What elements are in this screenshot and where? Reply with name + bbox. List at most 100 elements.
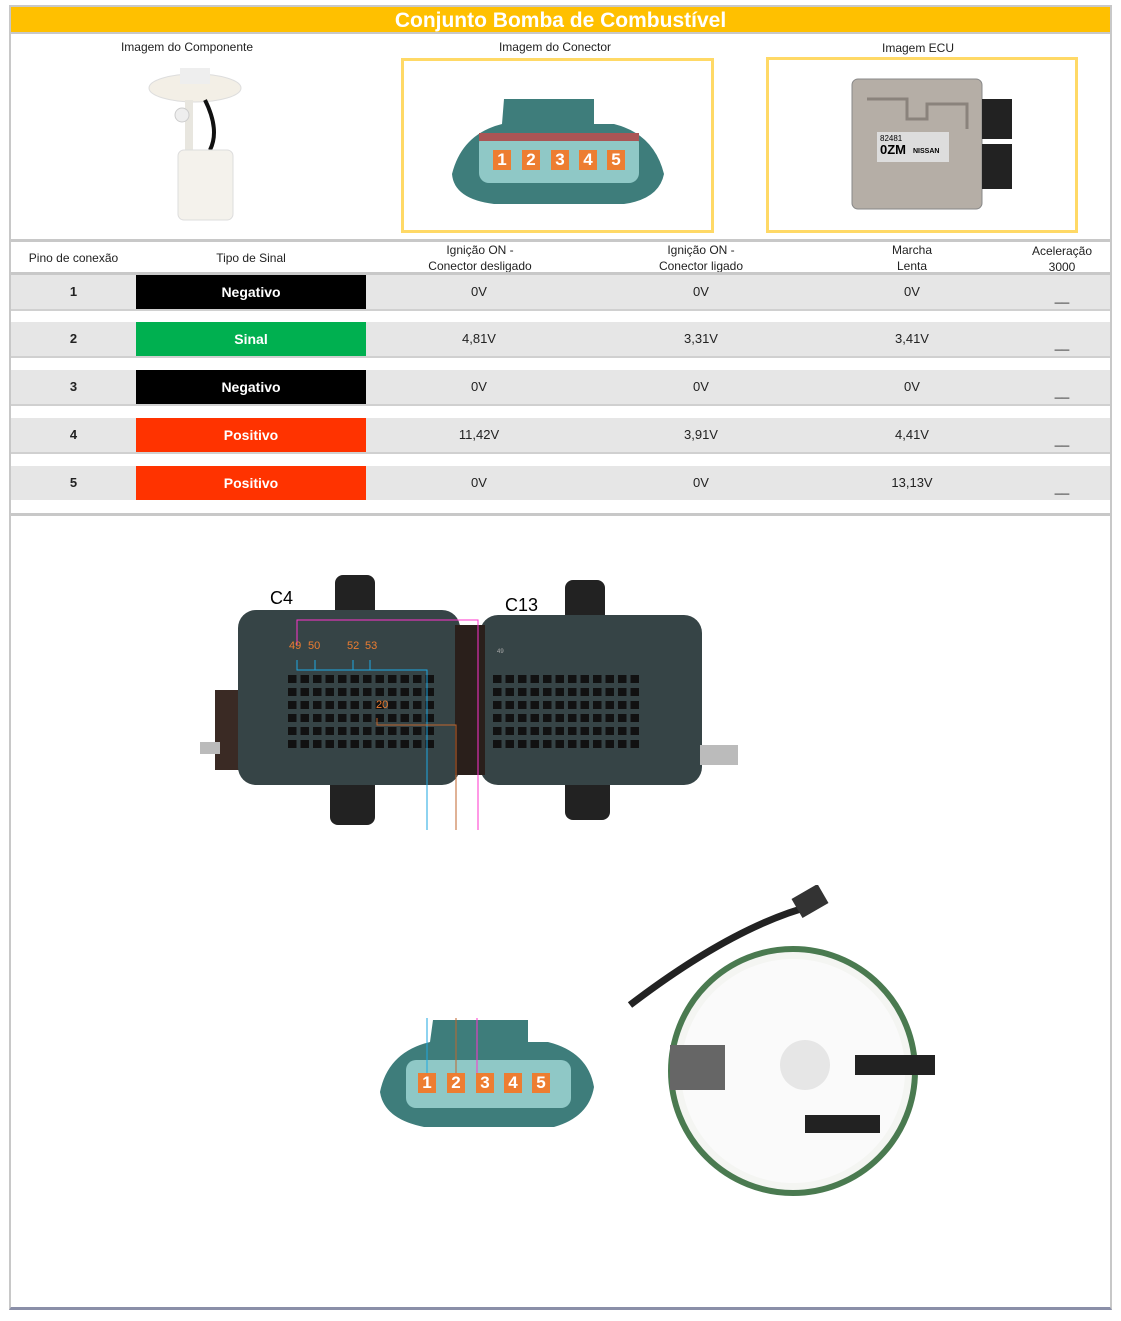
terminal-slot xyxy=(593,675,602,683)
terminal-slot xyxy=(505,740,514,748)
terminal-slot xyxy=(313,688,322,696)
terminal-slot xyxy=(338,688,347,696)
terminal-slot xyxy=(555,740,564,748)
terminal-slot xyxy=(400,714,409,722)
ecu-pin-50: 50 xyxy=(308,640,321,652)
terminal-slot xyxy=(493,701,502,709)
signal-type-badge: Negativo xyxy=(136,370,366,404)
terminal-slot xyxy=(593,740,602,748)
terminal-slot xyxy=(605,714,614,722)
terminal-slot xyxy=(363,701,372,709)
ign-off-value: 0V xyxy=(471,475,487,490)
connector-pin-2: 2 xyxy=(522,150,540,170)
table-row: 2 Sinal 4,81V 3,31V 3,41V __ xyxy=(11,322,1110,356)
terminal-slot xyxy=(518,727,527,735)
terminal-slot xyxy=(288,688,297,696)
terminal-slot xyxy=(400,701,409,709)
terminal-slot xyxy=(618,727,627,735)
terminal-slot xyxy=(350,740,359,748)
terminal-slot xyxy=(375,714,384,722)
terminal-slot xyxy=(618,701,627,709)
terminal-slot xyxy=(413,675,422,683)
terminal-slot xyxy=(375,701,384,709)
connector-image-caption: Imagem do Conector xyxy=(498,40,612,54)
terminal-slot xyxy=(555,727,564,735)
terminal-slot xyxy=(605,740,614,748)
idle-value: 4,41V xyxy=(895,427,929,442)
terminal-slot xyxy=(313,714,322,722)
terminal-slot xyxy=(543,688,552,696)
terminal-slot xyxy=(580,740,589,748)
page-frame xyxy=(9,5,1112,1310)
ign-off-value: 4,81V xyxy=(462,331,496,346)
terminal-slot xyxy=(300,727,309,735)
terminal-slot xyxy=(580,688,589,696)
fuel-pump-image xyxy=(148,68,242,221)
accel-value: __ xyxy=(1054,384,1070,399)
terminal-slot xyxy=(530,675,539,683)
idle-value: 0V xyxy=(904,284,920,299)
terminal-slot xyxy=(325,740,334,748)
harness-pin-1: 1 xyxy=(418,1073,436,1093)
terminal-slot xyxy=(350,675,359,683)
accel-value: __ xyxy=(1054,289,1070,304)
harness-pin-4: 4 xyxy=(504,1073,522,1093)
ign-off-value: 11,42V xyxy=(458,427,500,442)
terminal-slot xyxy=(630,740,639,748)
terminal-slot xyxy=(518,740,527,748)
terminal-slot xyxy=(580,727,589,735)
pin-number: 1 xyxy=(69,284,78,299)
idle-value: 0V xyxy=(904,379,920,394)
terminal-slot xyxy=(530,740,539,748)
ign-on-value: 3,31V xyxy=(684,331,718,346)
terminal-slot xyxy=(350,727,359,735)
terminal-slot xyxy=(363,688,372,696)
terminal-slot xyxy=(530,727,539,735)
terminal-slot xyxy=(313,727,322,735)
terminal-slot xyxy=(288,714,297,722)
ecu-pin-20: 20 xyxy=(376,699,389,711)
connector-pin-1: 1 xyxy=(493,150,511,170)
ecu-image xyxy=(851,78,1012,210)
table-row: 3 Negativo 0V 0V 0V __ xyxy=(11,370,1110,404)
terminal-slot xyxy=(363,727,372,735)
terminal-slot xyxy=(593,701,602,709)
th-ign-off: Ignição ON -Conector desligado xyxy=(428,243,532,273)
terminal-slot xyxy=(288,727,297,735)
terminal-slot xyxy=(325,714,334,722)
th-pin: Pino de conexão xyxy=(28,251,119,265)
terminal-slot xyxy=(505,688,514,696)
connector-pin-5: 5 xyxy=(607,150,625,170)
terminal-slot xyxy=(425,714,434,722)
terminal-slot xyxy=(300,701,309,709)
terminal-slot xyxy=(555,688,564,696)
terminal-slot xyxy=(388,727,397,735)
terminal-slot xyxy=(300,688,309,696)
table-row: 4 Positivo 11,42V 3,91V 4,41V __ xyxy=(11,418,1110,452)
terminal-slot xyxy=(288,675,297,683)
pin-number: 5 xyxy=(69,475,78,490)
terminal-slot xyxy=(425,740,434,748)
table-row: 5 Positivo 0V 0V 13,13V __ xyxy=(11,466,1110,500)
terminal-slot xyxy=(400,727,409,735)
terminal-slot xyxy=(388,740,397,748)
terminal-slot xyxy=(630,675,639,683)
connector-image-box: 1 2 3 4 5 xyxy=(401,58,714,233)
ecu-label-code: 82481 xyxy=(880,134,903,143)
terminal-slot xyxy=(363,675,372,683)
divider xyxy=(11,356,1110,358)
terminal-slot xyxy=(493,714,502,722)
component-image-caption: Imagem do Componente xyxy=(120,40,254,54)
terminal-slot xyxy=(518,714,527,722)
harness-pin-3: 3 xyxy=(476,1073,494,1093)
terminal-slot xyxy=(350,688,359,696)
terminal-slot xyxy=(350,701,359,709)
divider xyxy=(11,272,1110,275)
signal-type-badge: Sinal xyxy=(136,322,366,356)
ign-off-value: 0V xyxy=(471,284,487,299)
terminal-slot xyxy=(618,740,627,748)
terminal-slot xyxy=(605,701,614,709)
ign-on-value: 0V xyxy=(693,379,709,394)
terminal-slot xyxy=(493,675,502,683)
